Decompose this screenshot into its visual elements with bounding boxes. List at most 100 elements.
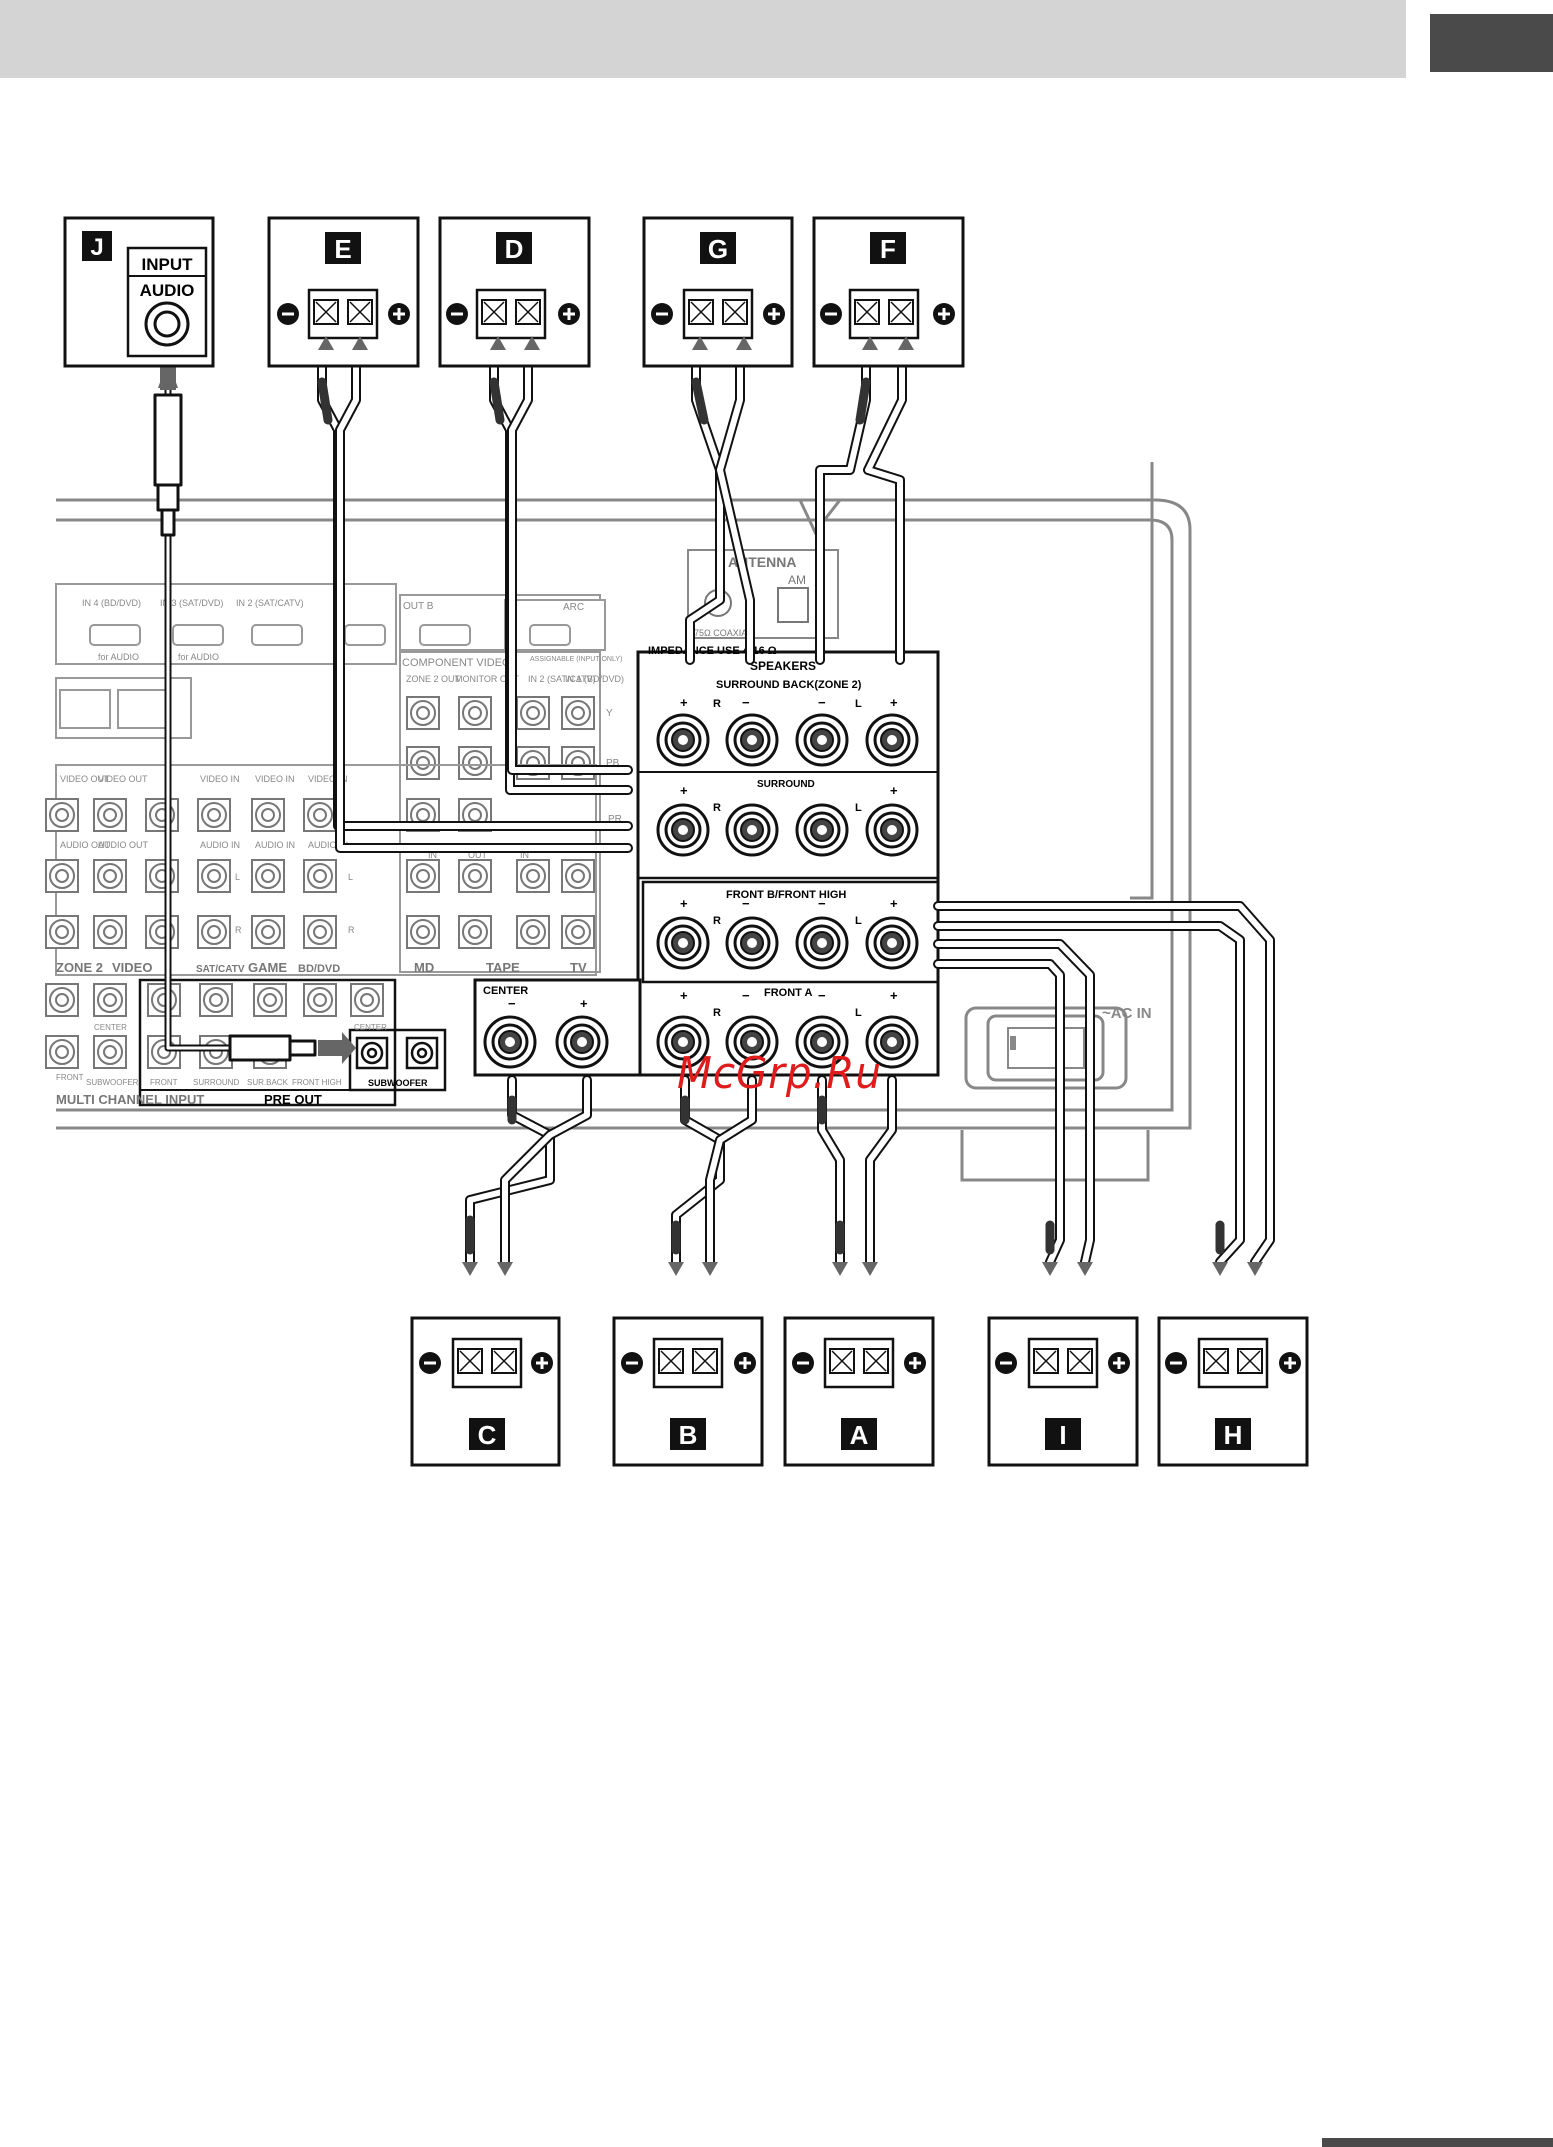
speaker-letter-i: I: [1059, 1420, 1066, 1450]
svg-text:AUDIO IN: AUDIO IN: [200, 840, 240, 850]
svg-text:ARC: ARC: [563, 602, 584, 613]
header-bar: [0, 0, 1406, 78]
svg-text:FRONT: FRONT: [150, 1078, 178, 1087]
svg-text:L: L: [855, 915, 862, 927]
impedance-label: IMPEDANCE USE 4-16 Ω: [648, 645, 777, 657]
svg-text:IN: IN: [520, 850, 529, 860]
speaker-box-h: H: [1157, 1316, 1309, 1467]
svg-text:FRONT: FRONT: [56, 1073, 84, 1082]
svg-text:VIDEO IN: VIDEO IN: [255, 774, 295, 784]
svg-text:R: R: [713, 698, 721, 710]
svg-text:CENTER: CENTER: [94, 1023, 127, 1032]
svg-text:R: R: [235, 925, 242, 935]
speaker-letter-e: E: [334, 234, 351, 264]
svg-text:TAPE: TAPE: [486, 960, 520, 975]
svg-text:MONITOR OUT: MONITOR OUT: [455, 674, 519, 684]
svg-text:L: L: [855, 698, 862, 710]
speaker-letter-d: D: [505, 234, 524, 264]
svg-text:TV: TV: [570, 960, 587, 975]
svg-text:OUT B: OUT B: [403, 601, 434, 612]
svg-text:for AUDIO: for AUDIO: [178, 652, 219, 662]
svg-text:+: +: [890, 695, 898, 710]
svg-text:IN 2 (SAT/CATV): IN 2 (SAT/CATV): [236, 598, 304, 608]
svg-text:−: −: [742, 695, 750, 710]
am-label: AM: [788, 573, 806, 587]
svg-text:VIDEO IN: VIDEO IN: [308, 774, 348, 784]
center-label: CENTER: [483, 985, 528, 997]
svg-text:PB: PB: [606, 758, 620, 769]
speaker-letter-j: J: [90, 234, 103, 261]
svg-text:OUT: OUT: [468, 850, 488, 860]
speaker-box-g: G: [642, 216, 794, 368]
svg-text:L: L: [235, 872, 240, 882]
ac-in-label: ~AC IN: [1102, 1005, 1152, 1022]
speaker-letter-b: B: [679, 1420, 698, 1450]
svg-text:IN: IN: [428, 850, 437, 860]
speaker-box-a: A: [783, 1316, 935, 1467]
svg-text:GAME: GAME: [248, 960, 287, 975]
speaker-letter-g: G: [708, 234, 728, 264]
terminal-arrows: [318, 336, 1263, 1276]
speaker-box-b: B: [612, 1316, 764, 1467]
svg-text:+: +: [680, 896, 688, 911]
pre-out-label: PRE OUT: [264, 1092, 322, 1107]
svg-text:R: R: [713, 1007, 721, 1019]
speaker-terminal-block: IMPEDANCE USE 4-16 Ω SPEAKERS SURROUND B…: [473, 645, 940, 1077]
svg-text:VIDEO OUT: VIDEO OUT: [60, 774, 110, 784]
speaker-letter-f: F: [880, 234, 896, 264]
svg-text:+: +: [890, 988, 898, 1003]
svg-text:R: R: [713, 802, 721, 814]
svg-text:AUDIO OUT: AUDIO OUT: [60, 840, 111, 850]
svg-text:SUR.BACK: SUR.BACK: [247, 1078, 289, 1087]
analog-io-section: VIDEO OUT VIDEO OUT VIDEO IN VIDEO IN VI…: [45, 764, 597, 976]
surround-back-label: SURROUND BACK(ZONE 2): [716, 679, 862, 691]
speaker-box-e: E: [267, 216, 420, 368]
speaker-box-f: F: [812, 216, 965, 368]
svg-text:−: −: [818, 988, 826, 1003]
speaker-box-i: I: [987, 1316, 1139, 1467]
svg-text:IN 3 (SAT/DVD): IN 3 (SAT/DVD): [160, 598, 223, 608]
svg-text:AUDIO IN: AUDIO IN: [308, 840, 348, 850]
svg-text:SURROUND: SURROUND: [193, 1078, 239, 1087]
svg-text:BD/DVD: BD/DVD: [298, 963, 340, 975]
speaker-letter-c: C: [478, 1420, 497, 1450]
svg-text:L: L: [855, 1007, 862, 1019]
svg-text:FRONT HIGH: FRONT HIGH: [292, 1078, 342, 1087]
speaker-box-j: J INPUT AUDIO: [63, 216, 215, 368]
svg-text:+: +: [680, 988, 688, 1003]
speaker-cables: [153, 330, 1275, 1267]
svg-text:R: R: [713, 915, 721, 927]
svg-text:−: −: [742, 988, 750, 1003]
svg-text:−: −: [742, 896, 750, 911]
svg-text:+: +: [680, 783, 688, 798]
audio-label: AUDIO: [140, 281, 195, 300]
front-a-label: FRONT A: [764, 987, 813, 999]
svg-text:+: +: [680, 695, 688, 710]
svg-text:VIDEO: VIDEO: [112, 960, 152, 975]
svg-text:CENTER: CENTER: [354, 1023, 387, 1032]
subwoofer-label: SUBWOOFER: [368, 1078, 428, 1088]
svg-text:IN 1 (BD/DVD): IN 1 (BD/DVD): [565, 674, 624, 684]
pre-out-section: PRE OUT SUBWOOFER FRONT FRONT SURROUND S…: [45, 978, 447, 1107]
coax-label: 75Ω COAXIAL: [694, 628, 752, 638]
footer-bar: [1322, 2138, 1553, 2147]
svg-text:L: L: [348, 872, 353, 882]
svg-text:L: L: [855, 802, 862, 814]
speakers-label: SPEAKERS: [750, 659, 816, 673]
svg-text:+: +: [890, 896, 898, 911]
svg-text:Y: Y: [606, 708, 613, 719]
watermark: McGrp.Ru: [677, 1048, 882, 1099]
svg-text:AUDIO IN: AUDIO IN: [255, 840, 295, 850]
front-b-label: FRONT B/FRONT HIGH: [726, 889, 846, 901]
svg-text:SUBWOOFER: SUBWOOFER: [86, 1078, 139, 1087]
antenna-section: ANTENNA AM 75Ω COAXIAL: [687, 549, 839, 639]
svg-text:ZONE 2: ZONE 2: [56, 960, 103, 975]
speaker-letter-a: A: [850, 1420, 869, 1450]
input-label: INPUT: [142, 255, 194, 274]
speaker-box-d: D: [438, 216, 591, 368]
svg-text:SAT/CATV: SAT/CATV: [196, 964, 245, 975]
svg-text:for AUDIO: for AUDIO: [98, 652, 139, 662]
svg-text:VIDEO IN: VIDEO IN: [200, 774, 240, 784]
svg-text:+: +: [890, 783, 898, 798]
